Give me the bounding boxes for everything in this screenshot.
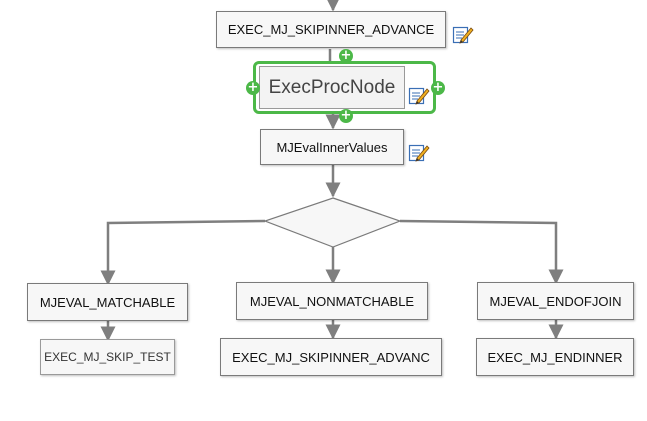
edit-pencil-icon[interactable] (408, 141, 430, 163)
connector-decision-to-endofjoin (399, 219, 564, 285)
add-handle-top[interactable]: + (339, 48, 353, 63)
add-handle-bottom[interactable]: + (339, 108, 353, 123)
node-mjeval-endofjoin[interactable]: MJEVAL_ENDOFJOIN (477, 282, 634, 320)
decision-diamond[interactable] (263, 197, 402, 248)
node-execprocnode[interactable]: ExecProcNode (259, 66, 405, 109)
node-exec-mj-endinner[interactable]: EXEC_MJ_ENDINNER (476, 338, 634, 376)
add-handle-left[interactable]: + (246, 80, 260, 95)
add-handle-right[interactable]: + (431, 80, 445, 95)
edit-pencil-icon[interactable] (452, 23, 474, 45)
node-mjeval-nonmatchable[interactable]: MJEVAL_NONMATCHABLE (236, 282, 428, 320)
node-exec-mj-skipinner-advanc[interactable]: EXEC_MJ_SKIPINNER_ADVANC (220, 338, 442, 376)
node-mjeval-matchable[interactable]: MJEVAL_MATCHABLE (27, 283, 188, 321)
node-exec-mj-skip-test[interactable]: EXEC_MJ_SKIP_TEST (40, 339, 175, 375)
connector-decision-to-matchable (100, 219, 266, 286)
node-mjevalinnervalues[interactable]: MJEvalInnerValues (260, 129, 404, 165)
node-exec-mj-skipinner-advance[interactable]: EXEC_MJ_SKIPINNER_ADVANCE (216, 11, 446, 48)
edit-pencil-icon[interactable] (408, 84, 430, 106)
